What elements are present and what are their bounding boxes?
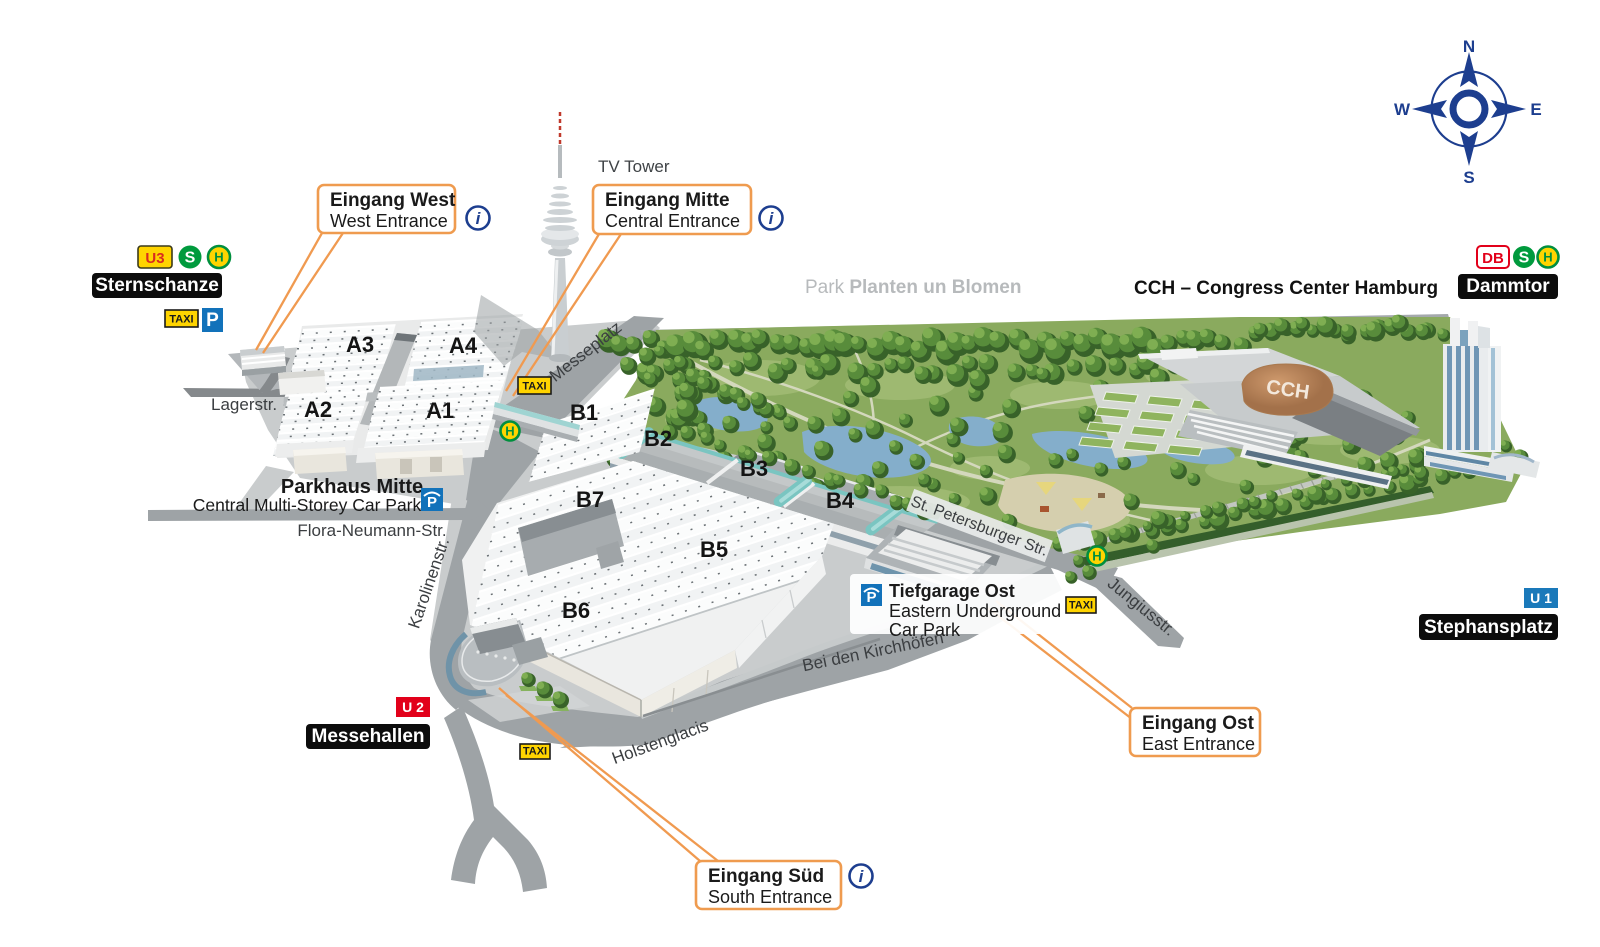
- svg-text:Eingang Süd: Eingang Süd: [708, 866, 824, 887]
- svg-text:CCH – Congress Center Hamburg: CCH – Congress Center Hamburg: [1134, 278, 1438, 299]
- svg-text:TAXI: TAXI: [169, 314, 193, 326]
- svg-text:H: H: [1543, 250, 1552, 265]
- svg-text:P: P: [427, 494, 437, 511]
- svg-text:Sternschanze: Sternschanze: [95, 275, 219, 296]
- svg-text:S: S: [1463, 168, 1474, 187]
- svg-text:U 2: U 2: [402, 699, 424, 715]
- svg-text:DB: DB: [1482, 250, 1504, 267]
- svg-text:South Entrance: South Entrance: [708, 887, 832, 907]
- svg-text:H: H: [505, 424, 514, 439]
- svg-text:i: i: [476, 209, 482, 228]
- svg-text:U 1: U 1: [1530, 590, 1552, 606]
- svg-text:B7: B7: [576, 487, 604, 512]
- svg-text:H: H: [214, 250, 223, 265]
- svg-text:i: i: [859, 867, 865, 886]
- svg-text:B1: B1: [570, 400, 598, 425]
- svg-text:U3: U3: [145, 250, 164, 267]
- svg-text:A2: A2: [304, 397, 332, 422]
- svg-text:B5: B5: [700, 537, 728, 562]
- svg-text:P: P: [206, 310, 219, 331]
- svg-text:A1: A1: [426, 398, 454, 423]
- svg-text:Parkhaus Mitte: Parkhaus Mitte: [281, 476, 423, 498]
- svg-text:East Entrance: East Entrance: [1142, 734, 1255, 754]
- svg-text:Messehallen: Messehallen: [312, 726, 425, 747]
- svg-text:Eingang West: Eingang West: [330, 190, 456, 211]
- svg-text:TAXI: TAXI: [1069, 600, 1093, 612]
- svg-text:Park Planten un Blomen: Park Planten un Blomen: [805, 277, 1021, 298]
- svg-text:N: N: [1463, 37, 1475, 56]
- svg-text:H: H: [1092, 549, 1101, 564]
- svg-text:S: S: [185, 250, 196, 267]
- svg-text:E: E: [1530, 100, 1541, 119]
- svg-text:Stephansplatz: Stephansplatz: [1424, 617, 1553, 638]
- svg-text:A3: A3: [346, 332, 374, 357]
- svg-text:P: P: [866, 589, 876, 606]
- svg-text:TAXI: TAXI: [523, 746, 547, 758]
- svg-text:Lagerstr.: Lagerstr.: [211, 395, 277, 414]
- svg-text:B6: B6: [562, 598, 590, 623]
- svg-text:S: S: [1519, 250, 1530, 267]
- svg-text:W: W: [1394, 100, 1411, 119]
- svg-text:TAXI: TAXI: [522, 381, 546, 393]
- svg-text:B3: B3: [740, 456, 768, 481]
- svg-text:Central Multi-Storey Car Park: Central Multi-Storey Car Park: [193, 495, 422, 515]
- svg-text:Car Park: Car Park: [889, 620, 961, 640]
- svg-text:B2: B2: [644, 426, 672, 451]
- svg-text:Eingang Ost: Eingang Ost: [1142, 713, 1255, 734]
- svg-text:Eingang Mitte: Eingang Mitte: [605, 190, 730, 211]
- svg-text:Central Entrance: Central Entrance: [605, 211, 740, 231]
- svg-text:Tiefgarage Ost: Tiefgarage Ost: [889, 581, 1015, 601]
- svg-text:A4: A4: [449, 333, 478, 358]
- svg-text:Flora-Neumann-Str.: Flora-Neumann-Str.: [297, 521, 446, 540]
- svg-text:TV Tower: TV Tower: [598, 157, 670, 176]
- svg-text:Eastern Underground: Eastern Underground: [889, 601, 1061, 621]
- svg-text:Dammtor: Dammtor: [1466, 276, 1550, 297]
- svg-text:i: i: [769, 209, 775, 228]
- svg-text:B4: B4: [826, 488, 855, 513]
- svg-text:West Entrance: West Entrance: [330, 211, 448, 231]
